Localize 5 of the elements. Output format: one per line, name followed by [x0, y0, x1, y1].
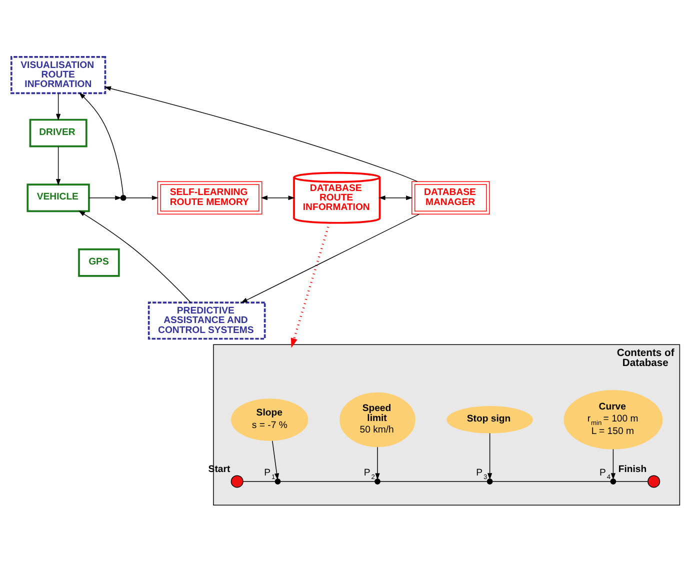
node-label: P$_{1}$ — [264, 468, 276, 482]
node-label: P$_{4}$ — [600, 468, 611, 482]
node-label: P$_{3}$ — [476, 468, 488, 482]
node-label: P$_{2}$ — [364, 468, 375, 482]
node-label: Finish — [618, 464, 647, 476]
